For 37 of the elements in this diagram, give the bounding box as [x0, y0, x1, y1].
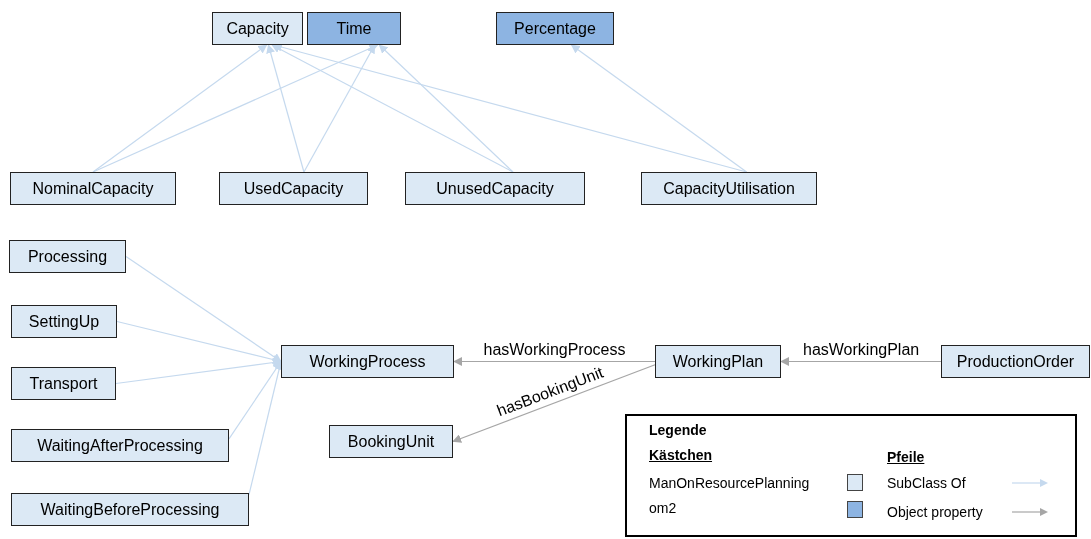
class-box: UsedCapacity — [219, 172, 368, 205]
class-box: NominalCapacity — [10, 172, 176, 205]
class-box: ProductionOrder — [941, 345, 1090, 378]
class-box: SettingUp — [11, 305, 117, 338]
class-box: CapacityUtilisation — [641, 172, 817, 205]
class-box: Time — [307, 12, 401, 45]
class-box: BookingUnit — [329, 425, 453, 458]
arrow — [453, 357, 656, 366]
legend-text: ManOnResourcePlanning — [649, 475, 810, 491]
arrow — [378, 44, 514, 173]
legend-text: Object property — [887, 504, 983, 520]
arrow — [452, 364, 656, 443]
class-box: UnusedCapacity — [405, 172, 585, 205]
class-box: Transport — [11, 367, 116, 400]
legend-heading: Pfeile — [887, 449, 925, 465]
arrow — [228, 360, 282, 440]
arrow — [125, 255, 282, 363]
arrow — [780, 357, 942, 366]
arrow — [115, 358, 282, 385]
arrow — [92, 44, 268, 173]
class-box: Processing — [9, 240, 126, 273]
legend-text: om2 — [649, 500, 677, 516]
edge-label: hasWorkingProcess — [481, 341, 628, 358]
class-box: WorkingProcess — [281, 345, 454, 378]
arrow — [271, 44, 514, 173]
class-box: WaitingBeforeProcessing — [11, 493, 249, 526]
legend-heading: Kästchen — [649, 447, 713, 463]
arrow — [266, 44, 305, 173]
arrow — [92, 44, 379, 173]
class-box: Percentage — [496, 12, 614, 45]
class-box: Capacity — [212, 12, 303, 45]
arrow — [570, 44, 748, 173]
class-box: WorkingPlan — [655, 345, 781, 378]
edge-label: hasWorkingPlan — [801, 341, 922, 358]
legend-title: Legende — [649, 422, 707, 438]
class-box: WaitingAfterProcessing — [11, 429, 229, 462]
legend-text: SubClass Of — [887, 475, 966, 491]
